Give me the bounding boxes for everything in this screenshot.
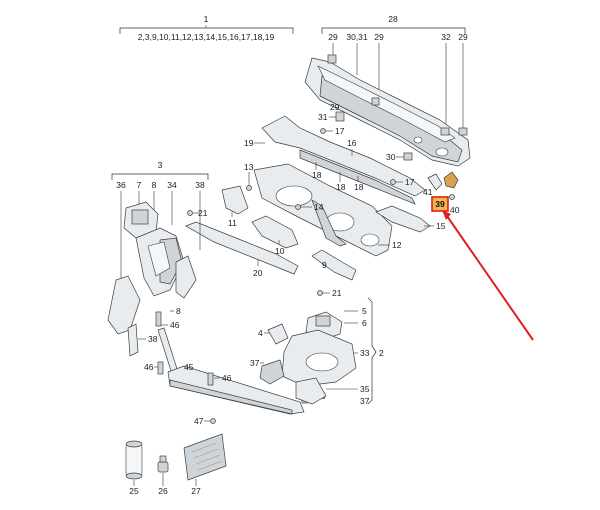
label-30-31: 30,31 [346,32,368,42]
label-38a: 38 [195,180,205,190]
group-28-callout: 28 29 30,31 29 32 29 [321,14,468,128]
group-2-parts [259,311,357,405]
part-11-bracket [221,185,249,215]
lower-rails: 11 21 20 10 9 21 [185,185,357,298]
label-32: 32 [441,32,451,42]
label-4: 4 [258,328,263,338]
label-38b: 38 [148,334,158,344]
label-16: 16 [347,138,357,148]
label-33: 33 [360,348,370,358]
label-47: 47 [194,416,204,426]
part-26-plug [157,455,169,473]
part-9-rail [311,249,357,281]
label-46b: 46 [144,362,154,372]
label-34: 34 [167,180,177,190]
label-6: 6 [362,318,367,328]
group-1-callout: 1 2,3,9,10,11,12,13,14,15,16,17,18,19 [119,14,294,42]
label-group-3: 3 [158,160,163,170]
label-31: 31 [318,112,328,122]
bottom-parts: 47 25 26 27 [125,416,227,496]
label-37b: 37 [360,396,370,406]
label-18b: 18 [336,182,346,192]
label-17b: 17 [405,177,415,187]
label-8b: 8 [176,306,181,316]
part-20-rail [185,221,299,275]
label-39: 39 [435,199,445,209]
label-27: 27 [191,486,201,496]
part-27-pad [183,433,227,481]
label-35: 35 [360,384,370,394]
label-19: 19 [244,138,254,148]
label-7: 7 [137,180,142,190]
label-36: 36 [116,180,126,190]
label-14: 14 [314,202,324,212]
label-10: 10 [275,246,285,256]
label-26: 26 [158,486,168,496]
label-29a: 29 [328,32,338,42]
label-8a: 8 [152,180,157,190]
label-21a: 21 [198,208,208,218]
group-28-bracket [321,27,466,34]
label-11: 11 [228,218,237,228]
label-29c: 29 [458,32,468,42]
group-2-bracket [367,297,377,405]
left-side-member [107,201,197,335]
label-25: 25 [129,486,139,496]
label-5: 5 [362,306,367,316]
pointer-arrow [442,210,534,341]
upper-right-labels: 29 31 17 19 16 13 18 18 18 30 17 41 40 1… [244,102,460,250]
front-panel-assembly [253,115,443,257]
label-45: 45 [184,362,194,372]
label-21b: 21 [332,288,342,298]
label-9: 9 [322,260,327,270]
strut-45: 45 46 46 46 [144,327,326,415]
label-group-1-list: 2,3,9,10,11,12,13,14,15,16,17,18,19 [138,32,275,42]
part-39-highlight-box [431,196,449,212]
label-15: 15 [436,221,446,231]
label-46a: 46 [170,320,180,330]
label-12: 12 [392,240,402,250]
label-29b: 29 [374,32,384,42]
label-30: 30 [386,152,396,162]
label-2: 2 [379,348,384,358]
label-17a: 17 [335,126,345,136]
label-37a: 37 [250,358,260,368]
label-18a: 18 [312,170,322,180]
part-10-rail [251,215,299,249]
label-20: 20 [253,268,263,278]
label-41: 41 [423,187,433,197]
label-group-1: 1 [204,14,209,24]
front-cross-member [304,54,471,167]
part-39-highlighted: 39 [431,171,459,212]
group-1-bracket [119,27,294,34]
label-18c: 18 [354,182,364,192]
part-25-canister [125,440,143,480]
group-2-labels: 4 6 5 33 37 35 37 2 [250,297,384,406]
label-40: 40 [450,205,460,215]
label-29d: 29 [330,102,340,112]
label-46c: 46 [222,373,232,383]
label-group-28: 28 [388,14,398,24]
label-13: 13 [244,162,254,172]
